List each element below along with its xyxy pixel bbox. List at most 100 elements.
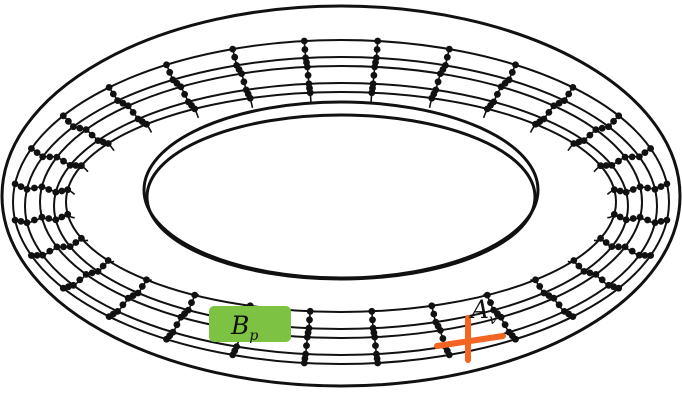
- lattice-vertex: [301, 46, 309, 53]
- lattice-vertex: [38, 183, 46, 191]
- plaquette-label-main: B: [230, 311, 249, 340]
- lattice-vertex: [78, 234, 85, 242]
- lattice-vertex: [231, 53, 239, 61]
- lattice-vertex: [545, 109, 553, 116]
- lattice-vertex: [615, 157, 622, 165]
- lattice-vertex: [184, 306, 192, 314]
- lattice-vertex: [53, 243, 61, 251]
- lattice-vertex: [615, 284, 623, 292]
- poloidal-circle: [53, 82, 629, 330]
- poloidal-circle: [12, 39, 670, 365]
- lattice-vertex: [592, 126, 600, 133]
- lattice-vertex: [580, 137, 588, 145]
- lattice-vertex: [602, 239, 610, 246]
- lattice-vertex: [238, 70, 246, 77]
- lattice-vertex: [570, 257, 578, 264]
- lattice-vertex: [114, 97, 121, 104]
- lattice-vertex: [629, 186, 637, 193]
- lattice-vertex: [569, 84, 577, 91]
- lattice-vertex: [635, 251, 643, 259]
- lattice-vertex: [532, 120, 539, 128]
- lattice-vertex: [52, 216, 60, 224]
- poloidal-circle: [24, 56, 658, 356]
- lattice-vertex: [191, 291, 199, 299]
- lattice-vertex: [368, 89, 376, 97]
- lattice-vertex: [434, 78, 442, 86]
- lattice-vertex: [72, 162, 80, 169]
- lattice-vertex: [39, 153, 47, 161]
- poloidal-circle-lines: [12, 39, 670, 365]
- lattice-vertex: [550, 102, 558, 110]
- lattice-vertex: [372, 342, 379, 349]
- lattice-vertex: [437, 70, 444, 77]
- lattice-vertex: [602, 162, 610, 169]
- lattice-vertex: [647, 252, 654, 259]
- lattice-vertex: [82, 126, 90, 133]
- lattice-vertex: [134, 289, 142, 297]
- lattice-vertex: [615, 112, 623, 120]
- lattice-vertex: [169, 328, 177, 336]
- lattice-vertex: [82, 271, 90, 278]
- poloidal-circle: [39, 65, 643, 339]
- lattice-vertex: [663, 180, 671, 188]
- lattice-vertex: [104, 257, 112, 264]
- lattice-vertex: [663, 216, 671, 224]
- lattice-vertex: [99, 262, 107, 270]
- lattice-vertex: [636, 183, 644, 191]
- lattice-vertex: [166, 68, 174, 76]
- star-label: Av: [469, 295, 497, 328]
- lattice-vertex: [586, 131, 594, 139]
- lattice-vertex: [143, 276, 150, 284]
- lattice-vertex: [430, 310, 438, 318]
- lattice-vertex: [143, 120, 150, 128]
- lattice-vertex: [605, 123, 612, 131]
- lattice-vertex: [508, 68, 516, 76]
- lattice-vertex: [428, 302, 436, 310]
- lattice-vertex: [373, 350, 380, 358]
- lattice-vertex: [76, 276, 84, 284]
- lattice-vertex: [119, 301, 127, 309]
- lattice-vertex: [28, 252, 35, 259]
- lattice-vertex: [487, 299, 494, 306]
- lattice-vertex: [181, 90, 189, 98]
- lattice-vertex: [60, 157, 67, 165]
- lattice-vertex: [76, 124, 84, 132]
- inner-rim-lower: [145, 113, 537, 281]
- lattice-vertex: [592, 271, 600, 278]
- lattice-vertex: [94, 268, 102, 275]
- lattice-vertex: [52, 188, 60, 196]
- lattice-vertex: [303, 63, 311, 71]
- lattice-vertex: [368, 307, 376, 315]
- lattice-vertex: [644, 216, 651, 224]
- lattice-vertices: [11, 37, 671, 367]
- lattice-vertex: [628, 247, 636, 255]
- lattice-vertex: [532, 276, 539, 284]
- lattice-vertex: [233, 343, 241, 350]
- lattice-vertex: [608, 162, 616, 169]
- lattice-vertex: [45, 186, 53, 193]
- plaquette-label-subscript: p: [249, 328, 258, 344]
- lattice-vertex: [65, 117, 72, 125]
- lattice-vertex: [124, 102, 132, 110]
- lattice-vertex: [58, 213, 66, 221]
- lattice-vertex: [17, 183, 25, 191]
- lattice-vertex: [628, 153, 636, 161]
- lattice-vertex: [72, 239, 80, 246]
- lattice-vertex: [616, 187, 624, 195]
- lattice-vertex: [31, 216, 38, 224]
- lattice-vertex: [23, 185, 31, 193]
- lattice-vertex: [70, 123, 77, 131]
- plaquette-label: Bp: [230, 311, 258, 344]
- torus-outline: [0, 4, 682, 388]
- lattice-vertex: [561, 97, 568, 104]
- lattice-vertex: [636, 213, 644, 221]
- lattice-vertex: [616, 213, 624, 221]
- lattice-vertex: [119, 99, 127, 107]
- lattice-vertex: [505, 328, 513, 336]
- lattice-vertex: [105, 84, 113, 91]
- lattice-vertex: [303, 342, 310, 349]
- lattice-vertex: [163, 61, 170, 69]
- lattice-vertex: [373, 46, 381, 53]
- lattice-vertex: [597, 234, 604, 242]
